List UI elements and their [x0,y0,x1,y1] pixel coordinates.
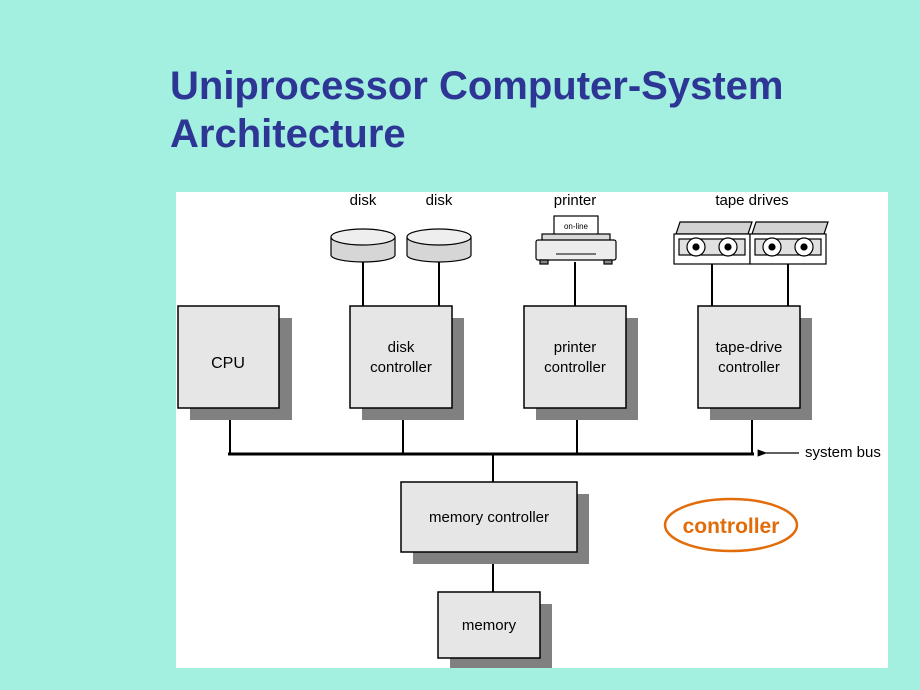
printer-controller-box [523,305,627,409]
architecture-diagram: system bus disk disk on-line printer [176,192,888,668]
disk-controller-label-1: disk [388,339,415,356]
tape-drives-label: tape drives [715,192,788,209]
disk-icon [406,228,472,263]
printer-label: printer [554,192,597,209]
tape-controller-label-1: tape-drive [716,339,783,356]
disk-icon [330,228,396,263]
printer-icon [535,215,617,265]
disk-controller-box [349,305,453,409]
disk-controller-label-2: controller [370,359,432,376]
architecture-diagram-svg: system bus disk disk on-line printer [177,192,881,668]
slide-title: Uniprocessor Computer-System Architectur… [170,62,783,158]
disk-label-2: disk [426,192,453,209]
controller-annotation-ellipse [663,497,799,553]
tape-controller-label-2: controller [718,359,780,376]
memory-controller-box [400,481,578,553]
title-line-2: Architecture [170,112,406,156]
printer-controller-label-1: printer [554,339,597,356]
memory-label: memory [462,617,517,634]
printer-panel-label: on-line [564,222,589,231]
cpu-box [177,305,280,409]
cpu-label: CPU [211,355,245,372]
tape-controller-box [697,305,801,409]
memory-box [437,591,541,659]
tape-drive-icon [673,221,753,265]
system-bus-label: system bus [805,444,881,461]
printer-controller-label-2: controller [544,359,606,376]
controller-annotation-label: controller [683,515,780,538]
tape-drive-icon [749,221,829,265]
memory-controller-label: memory controller [429,509,549,526]
title-line-1: Uniprocessor Computer-System [170,64,784,108]
disk-label-1: disk [350,192,377,209]
